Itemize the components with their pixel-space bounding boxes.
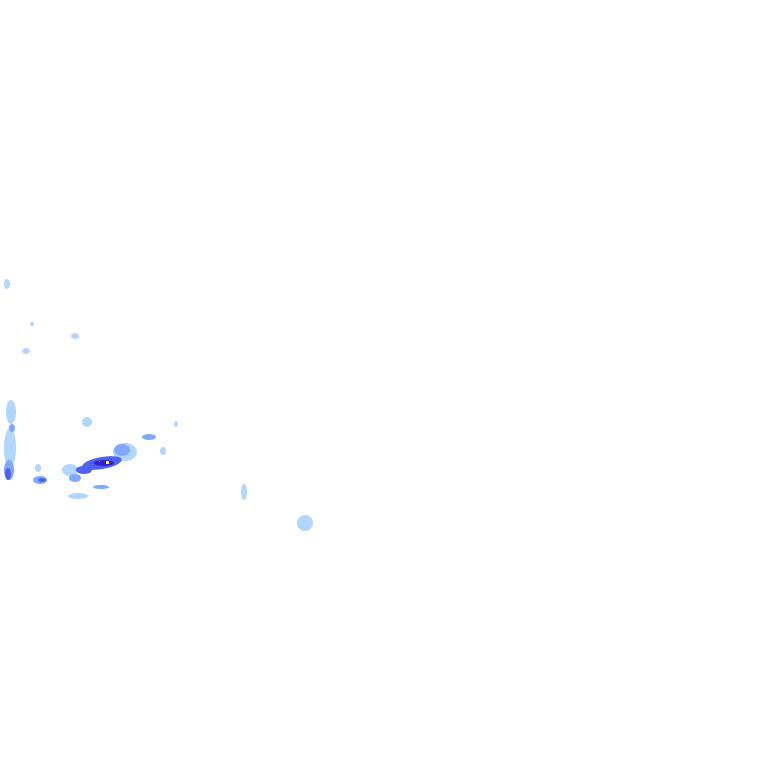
intense-precip [94, 460, 114, 466]
extreme-precip [99, 461, 109, 464]
light-precip [4, 279, 313, 531]
